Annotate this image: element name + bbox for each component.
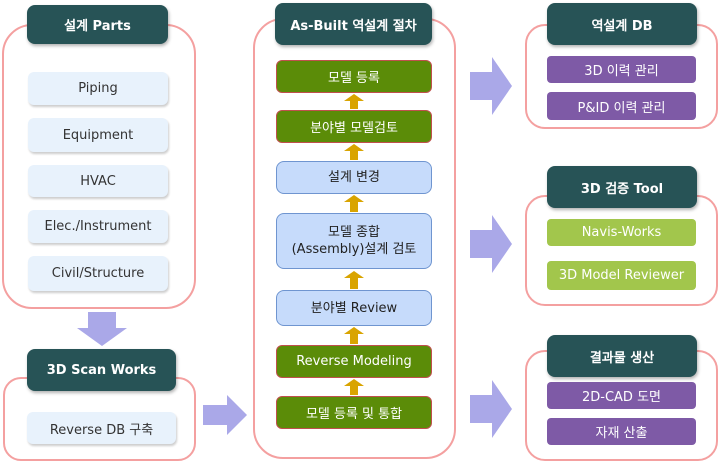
part-elec-instrument: Elec./Instrument: [28, 210, 168, 243]
step-model-register: 모델 등록: [276, 60, 432, 93]
pid-history-management: P&ID 이력 관리: [547, 92, 696, 120]
up-arrow-icon: [344, 144, 364, 160]
step-assembly-review: 모델 종합 (Assembly)설계 검토: [276, 213, 432, 269]
step-reverse-modeling: Reverse Modeling: [276, 345, 432, 378]
scan-works-header: 3D Scan Works: [27, 349, 176, 391]
up-arrow-icon: [344, 271, 364, 289]
reverse-db-header: 역설계 DB: [547, 3, 697, 45]
right-arrow-icon: [203, 395, 247, 435]
right-arrow-icon: [470, 57, 512, 115]
part-piping: Piping: [28, 72, 168, 105]
step-assembly-line2: (Assembly)설계 검토: [291, 242, 417, 257]
design-parts-header: 설계 Parts: [27, 5, 168, 44]
step-discipline-model-review: 분야별 모델검토: [276, 110, 432, 143]
step-assembly-line1: 모델 종합: [328, 225, 380, 240]
output-2d-cad-drawing: 2D-CAD 도면: [547, 382, 696, 409]
step-model-register-integrate: 모델 등록 및 통합: [276, 396, 432, 429]
up-arrow-icon: [344, 379, 364, 395]
verify-tool-header: 3D 검증 Tool: [547, 166, 697, 208]
3d-history-management: 3D 이력 관리: [547, 56, 696, 83]
step-discipline-review: 분야별 Review: [276, 290, 432, 326]
reverse-db-build: Reverse DB 구축: [27, 412, 176, 444]
part-civil-structure: Civil/Structure: [28, 256, 168, 291]
tool-navisworks: Navis-Works: [547, 219, 696, 246]
part-equipment: Equipment: [28, 118, 168, 152]
right-arrow-icon: [470, 380, 512, 438]
down-arrow-icon: [77, 312, 127, 346]
procedure-header: As-Built 역설계 절차: [275, 3, 432, 45]
up-arrow-icon: [344, 327, 364, 344]
part-hvac: HVAC: [28, 165, 168, 197]
output-header: 결과물 생산: [547, 335, 697, 377]
up-arrow-icon: [344, 94, 364, 109]
output-material-takeoff: 자재 산출: [547, 418, 696, 445]
tool-3d-model-reviewer: 3D Model Reviewer: [547, 261, 696, 290]
step-design-change: 설계 변경: [276, 161, 432, 194]
up-arrow-icon: [344, 195, 364, 212]
right-arrow-icon: [470, 215, 512, 273]
